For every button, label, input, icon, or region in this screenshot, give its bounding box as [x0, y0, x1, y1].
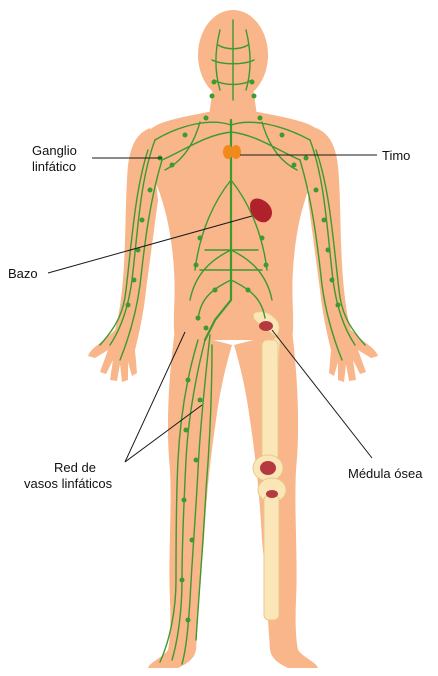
label-red-line2: vasos linfáticos: [24, 476, 113, 491]
label-medula: Médula ósea: [348, 466, 423, 481]
label-ganglio-line1: Ganglio: [32, 143, 77, 158]
label-red-line1: Red de: [54, 460, 96, 475]
bone-marrow-knee: [260, 461, 276, 475]
bone-marrow-hip: [259, 321, 273, 331]
label-timo: Timo: [382, 148, 410, 163]
label-bazo: Bazo: [8, 266, 38, 281]
label-ganglio-line2: linfático: [32, 159, 76, 174]
bone-marrow-tibia: [266, 490, 278, 498]
